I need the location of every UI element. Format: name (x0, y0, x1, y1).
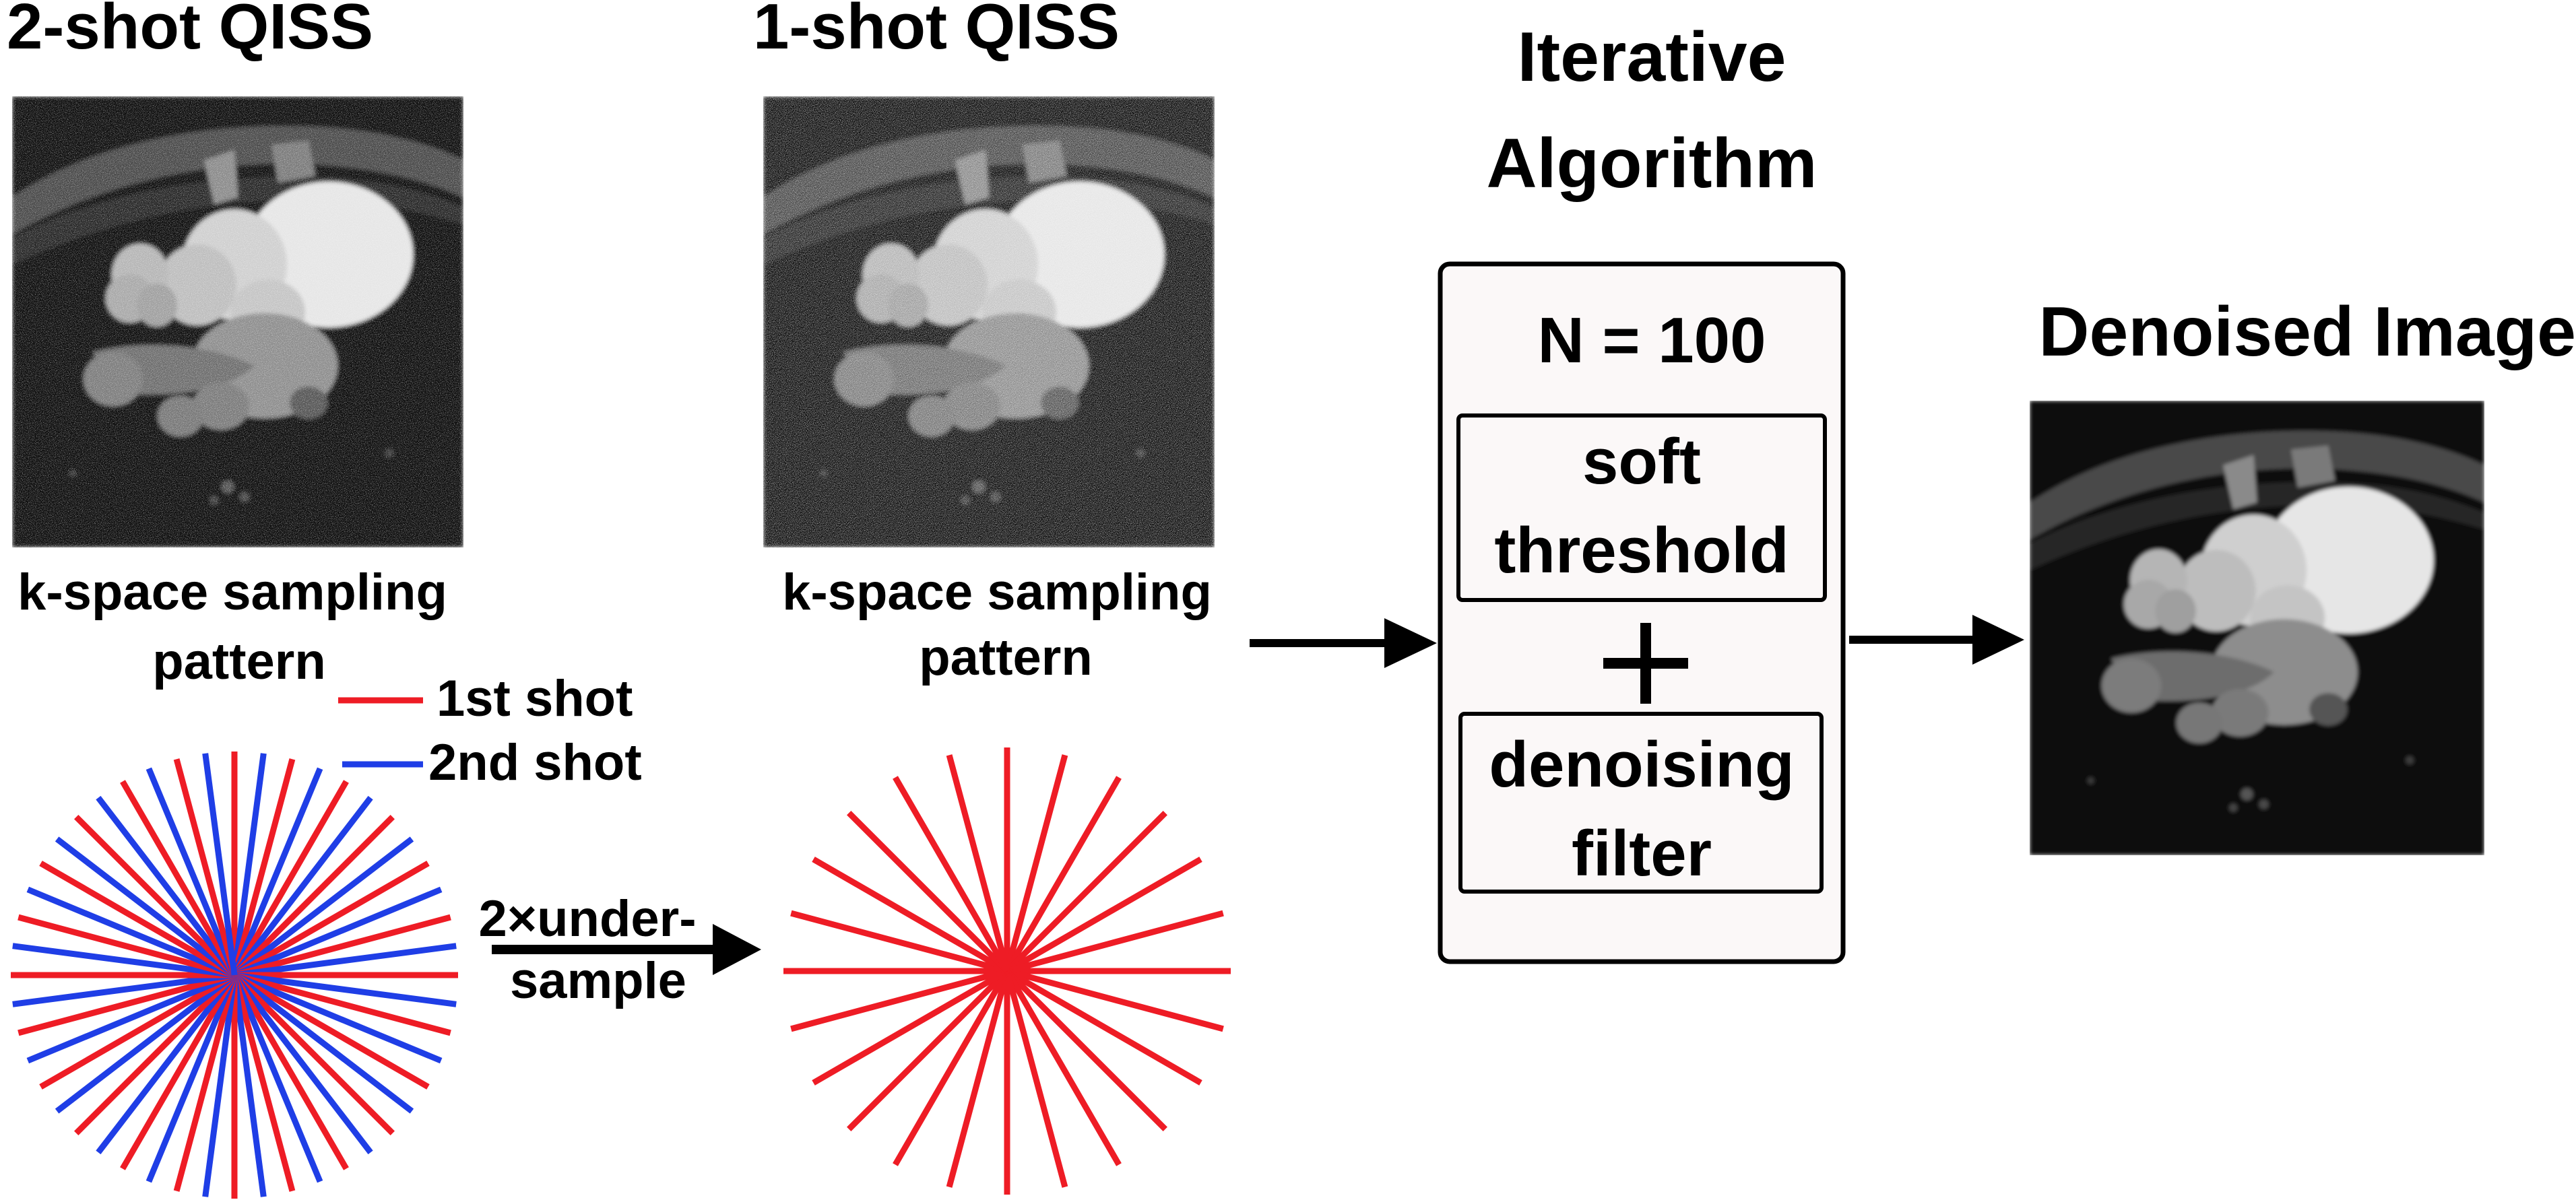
soft-threshold-line2: threshold (1494, 514, 1789, 587)
two-shot-spoke (96, 795, 237, 977)
two-shot-mri-image (12, 96, 463, 547)
two-shot-spoke (55, 836, 236, 978)
one-shot-spoke (1006, 910, 1224, 974)
denoising-filter-line1: denoising (1489, 729, 1794, 801)
denoising-filter-box (1458, 712, 1824, 894)
one-shot-spoke (893, 969, 1010, 1166)
one-shot-spoke (946, 970, 1010, 1188)
input-arrow-head (1384, 618, 1437, 668)
algorithm-title-line2: Algorithm (1486, 125, 1817, 203)
one-shot-spoke (847, 968, 1010, 1131)
two-shot-spoke (232, 815, 395, 978)
two-shot-spoke (96, 973, 237, 1155)
one-shot-spoke (847, 811, 1010, 974)
two-shot-spoke (232, 972, 430, 1090)
two-shot-spoke (146, 767, 238, 976)
one-shot-spoke (1006, 968, 1224, 1032)
legend: 1st shot 2nd shot (338, 670, 642, 791)
two-shot-spoke (233, 972, 443, 1064)
soft-threshold-box (1456, 413, 1827, 602)
two-shot-spoke (12, 972, 235, 1007)
undersample-label-line2: sample (510, 952, 686, 1009)
one-shot-title: 1-shot QISS (753, 0, 1120, 63)
denoised-mri-image (2030, 401, 2484, 855)
one-shot-spoke (1004, 968, 1167, 1131)
two-shot-sampling-caption-line2: pattern (152, 633, 326, 690)
two-shot-spoke (231, 974, 296, 1192)
two-shot-spoke (173, 758, 238, 976)
two-shot-spoke (120, 973, 237, 1170)
one-shot-spoke (946, 754, 1010, 972)
two-shot-spoke (26, 972, 236, 1064)
two-shot-spoke (231, 974, 323, 1183)
output-arrow-head (1972, 615, 2024, 665)
two-shot-spoke (232, 780, 349, 977)
two-shot-spoke (232, 795, 373, 977)
iteration-count: N = 100 (1538, 304, 1766, 376)
one-shot-radial-pattern (783, 747, 1231, 1195)
two-shot-spoke (202, 974, 238, 1197)
two-shot-spoke (232, 972, 395, 1135)
soft-threshold-line1: soft (1582, 426, 1701, 498)
two-shot-spoke (18, 972, 236, 1036)
two-shot-spoke (233, 972, 451, 1036)
two-shot-spoke (231, 767, 323, 976)
one-shot-mri-image (763, 96, 1215, 547)
undersample-label-line1: 2×under- (478, 890, 696, 947)
one-shot-spoke (1004, 811, 1167, 974)
algorithm-title-line1: Iterative (1518, 18, 1786, 96)
denoising-filter-line2: filter (1572, 818, 1712, 890)
one-shot-spoke (812, 968, 1009, 1086)
one-shot-spoke (893, 776, 1010, 973)
two-shot-spoke (232, 973, 373, 1155)
one-shot-spoke (1004, 970, 1068, 1188)
one-shot-spoke (1004, 754, 1068, 972)
one-shot-spoke (812, 857, 1009, 974)
two-shot-title: 2-shot QISS (7, 0, 373, 63)
two-shot-spoke (26, 886, 236, 978)
legend-first-shot-label: 1st shot (437, 670, 633, 727)
one-shot-spoke (1004, 969, 1122, 1166)
two-shot-spoke (146, 974, 238, 1183)
two-shot-spoke (12, 943, 235, 978)
two-shot-spoke (74, 815, 237, 978)
plus-sign (1603, 623, 1688, 704)
one-shot-spoke (1005, 857, 1202, 974)
two-shot-spoke (202, 753, 238, 976)
two-shot-spoke (234, 972, 457, 1007)
two-shot-radial-pattern (11, 752, 458, 1199)
two-shot-spoke (233, 914, 451, 978)
two-shot-sampling-caption-line1: k-space sampling (18, 564, 447, 621)
undersample-arrow-head (713, 924, 761, 975)
two-shot-spoke (39, 972, 236, 1090)
two-shot-spoke (120, 780, 237, 977)
one-shot-sampling-caption-line1: k-space sampling (782, 564, 1212, 621)
two-shot-spoke (234, 943, 457, 978)
two-shot-spoke (232, 973, 349, 1170)
two-shot-spoke (18, 914, 236, 978)
two-shot-spoke (233, 886, 443, 978)
two-shot-spoke (231, 974, 267, 1197)
legend-second-shot-label: 2nd shot (428, 734, 642, 791)
iterative-algorithm-box: N = 100 soft threshold denoising filter (1438, 261, 1846, 964)
two-shot-spoke (55, 972, 236, 1114)
one-shot-spoke (1004, 776, 1122, 973)
two-shot-spoke (232, 861, 430, 978)
two-shot-spoke (39, 861, 236, 978)
two-shot-spoke (232, 972, 414, 1114)
two-shot-spoke (232, 836, 414, 978)
one-shot-spoke (790, 968, 1008, 1032)
denoised-image-title: Denoised Image (2038, 293, 2576, 371)
one-shot-spoke (1005, 968, 1202, 1086)
two-shot-spoke (74, 972, 237, 1135)
two-shot-spoke (231, 758, 296, 976)
two-shot-spoke (173, 974, 238, 1192)
two-shot-spoke (231, 753, 267, 976)
one-shot-spoke (790, 910, 1008, 974)
one-shot-sampling-caption-line2: pattern (919, 629, 1093, 686)
